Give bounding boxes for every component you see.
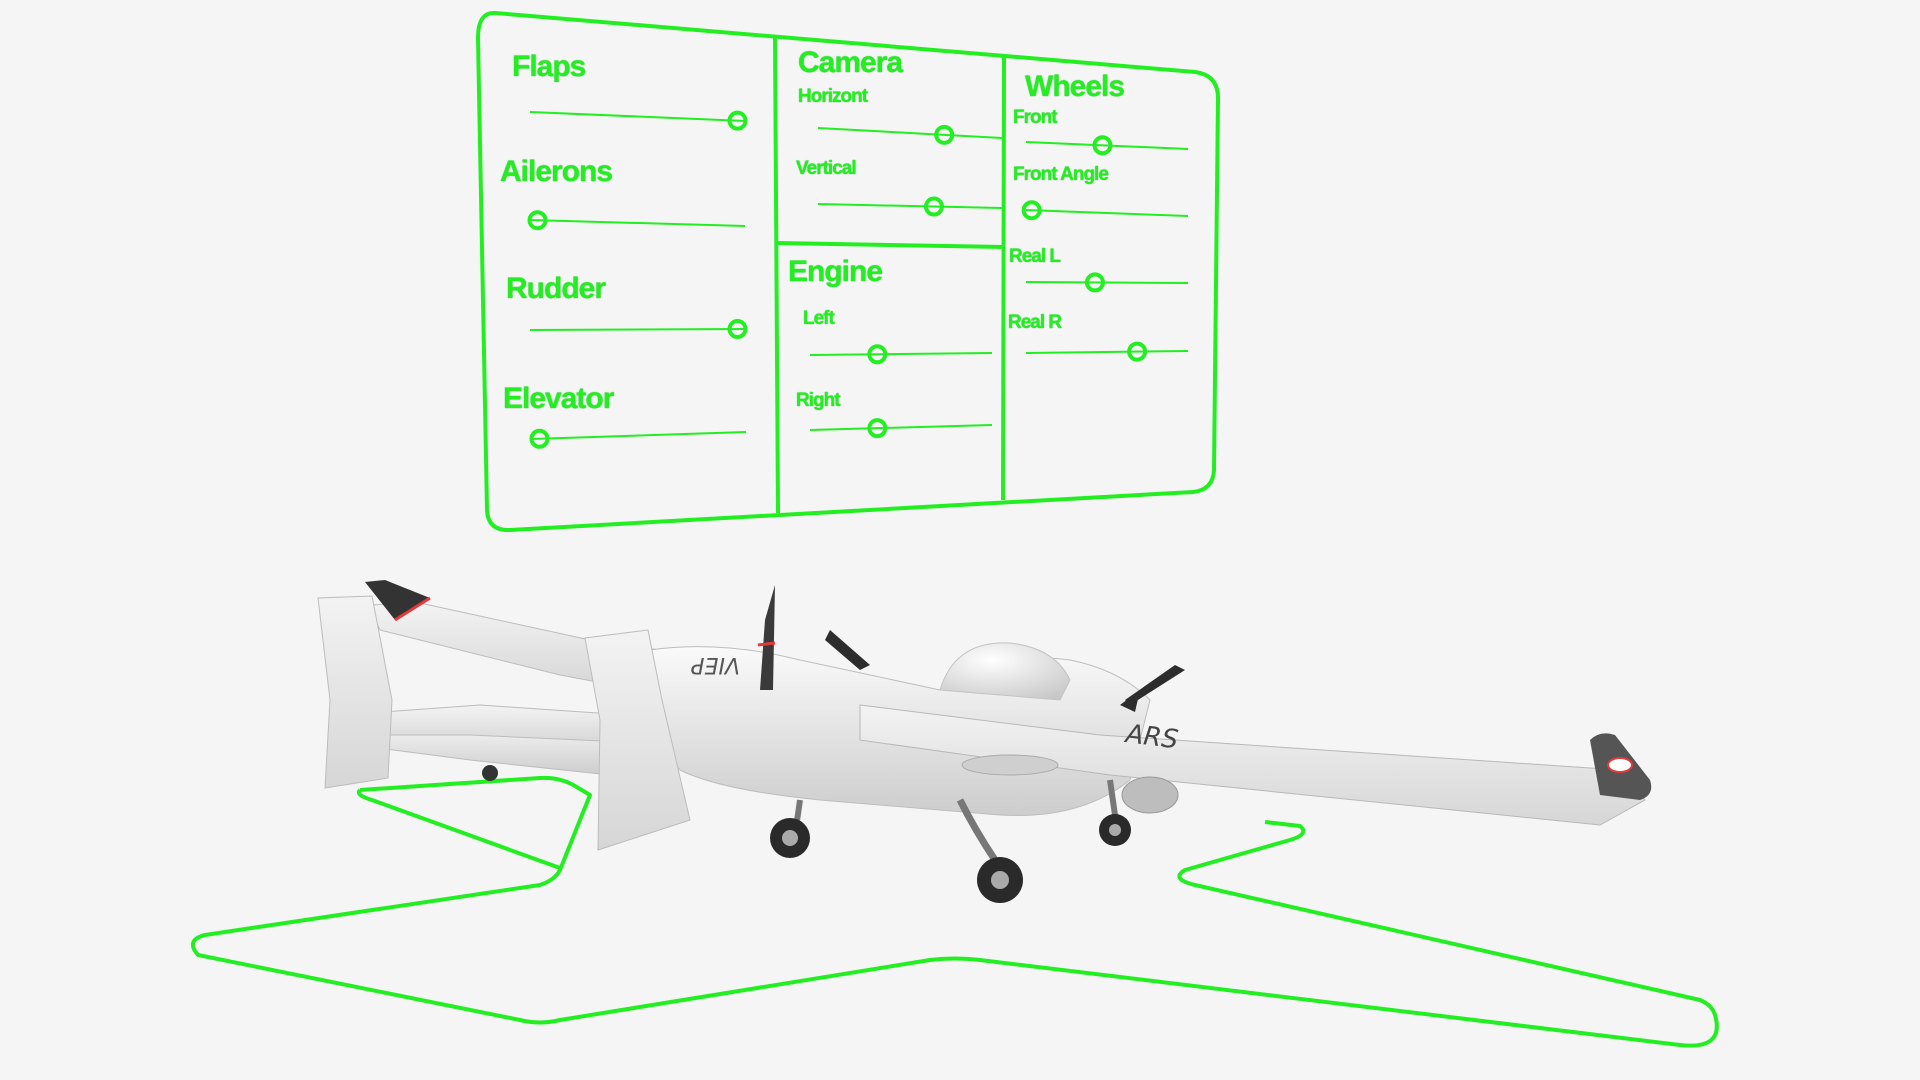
- engine-right-slider-track[interactable]: [809, 424, 993, 431]
- drone-aircraft: ARS VIEP: [317, 580, 1652, 903]
- engine-right-slider-knob[interactable]: [867, 418, 888, 439]
- tail-camera: [482, 765, 498, 781]
- flaps-slider-knob[interactable]: [727, 110, 748, 131]
- elevator-slider-knob[interactable]: [529, 428, 550, 449]
- camera-horizont-label: Horizont: [798, 86, 868, 107]
- camera-vertical-label: Vertical: [796, 158, 857, 179]
- left-wingtip: [365, 580, 430, 620]
- right-wing: [859, 704, 1646, 826]
- tail-marking: VIEP: [691, 652, 740, 677]
- camera-vertical-slider-knob[interactable]: [923, 196, 944, 217]
- camera-horizont-slider-knob[interactable]: [934, 124, 955, 145]
- rudder-label: Rudder: [506, 272, 606, 305]
- control-panel-frame: [476, 10, 1220, 533]
- elevator-label: Elevator: [503, 382, 614, 415]
- camera-horizont-slider-track[interactable]: [817, 127, 1003, 139]
- ailerons-slider-track[interactable]: [529, 219, 746, 227]
- wheels-front-angle-slider-track[interactable]: [1025, 209, 1189, 217]
- engine-left-label: Left: [803, 308, 835, 329]
- camera-vertical-slider-track[interactable]: [817, 203, 1003, 209]
- panel-divider-1: [773, 36, 780, 514]
- rudder-slider-track[interactable]: [529, 328, 746, 331]
- panel-divider-2: [1001, 54, 1006, 501]
- engine-right-label: Right: [796, 390, 841, 411]
- ground-outline-left: [356, 788, 561, 870]
- wheels-front-label: Front: [1013, 107, 1058, 128]
- wheels-rear-r-label: Real R: [1008, 312, 1062, 333]
- wheels-front-slider-knob[interactable]: [1092, 135, 1113, 156]
- vtol-blade: [760, 585, 775, 690]
- front-propeller: [1120, 665, 1185, 712]
- right-tail-fin: [584, 629, 691, 851]
- wheels-front-angle-label: Front Angle: [1013, 164, 1109, 185]
- flaps-label: Flaps: [512, 50, 586, 83]
- panel-divider-3: [776, 241, 1005, 249]
- rudder-slider-knob[interactable]: [727, 319, 748, 340]
- ground-outline: [190, 775, 1719, 1048]
- left-tail-fin: [317, 595, 393, 789]
- wheels-rear-r-slider-knob[interactable]: [1127, 341, 1148, 362]
- engine-left-slider-knob[interactable]: [867, 344, 888, 365]
- sliders: [527, 110, 1189, 449]
- flaps-slider-track[interactable]: [529, 111, 746, 122]
- wing-marking: ARS: [1122, 719, 1180, 755]
- wheels-rear-l-slider-knob[interactable]: [1084, 272, 1105, 293]
- fuselage-dome: [939, 642, 1071, 701]
- engine-left-slider-track[interactable]: [809, 352, 993, 356]
- wheels-rear-r-slider-track[interactable]: [1025, 350, 1189, 354]
- camera-title: Camera: [798, 46, 903, 79]
- wheels-rear-l-label: Real L: [1009, 246, 1061, 267]
- wheels-front-slider-track[interactable]: [1025, 141, 1189, 150]
- ailerons-label: Ailerons: [500, 155, 613, 188]
- wheels-rear-l-slider-track[interactable]: [1025, 281, 1189, 284]
- wheels-front-angle-slider-knob[interactable]: [1021, 200, 1042, 221]
- wheels-title: Wheels: [1025, 70, 1125, 103]
- engine-title: Engine: [788, 255, 883, 288]
- rear-propeller: [825, 630, 870, 670]
- elevator-slider-track[interactable]: [531, 431, 747, 440]
- ailerons-slider-knob[interactable]: [527, 210, 548, 231]
